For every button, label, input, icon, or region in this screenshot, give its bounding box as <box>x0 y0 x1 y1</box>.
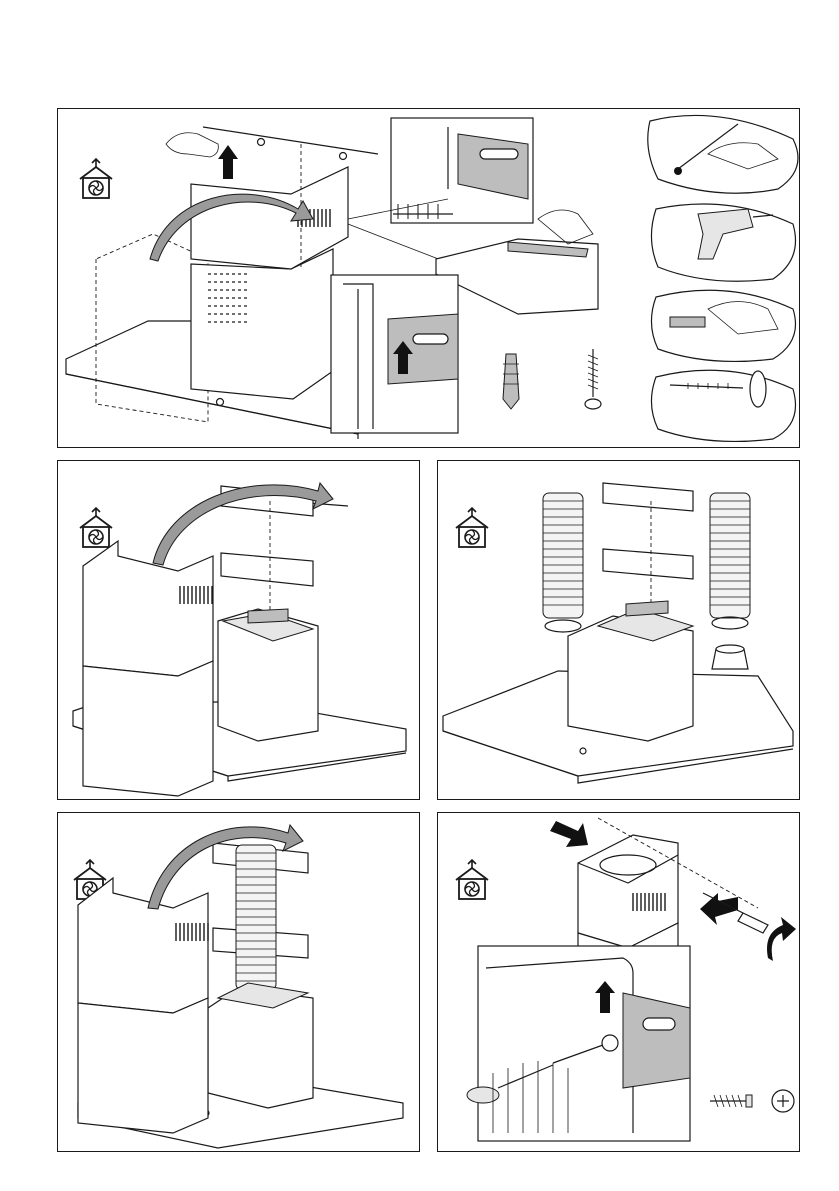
flexible-duct-icon <box>236 845 276 990</box>
step-1-illustration <box>58 109 801 449</box>
tool-step-screwdriver <box>651 370 795 441</box>
tool-step-drill <box>651 204 795 281</box>
hose-clamp-icon <box>712 617 748 629</box>
step-3-illustration <box>438 461 801 801</box>
tool-step-pencil <box>648 115 798 193</box>
tool-step-plug <box>651 290 795 361</box>
ducted-mode-house-icon <box>456 860 488 899</box>
ducted-mode-house-icon <box>456 508 488 547</box>
duct-adapter-icon <box>712 645 748 669</box>
flexible-duct-icon <box>543 493 583 618</box>
flexible-duct-icon <box>710 493 750 618</box>
screw-icon <box>710 1095 752 1107</box>
wall-plug-icon <box>503 354 519 409</box>
step-1-panel <box>57 108 800 448</box>
step-4-panel <box>57 812 420 1152</box>
screw-icon <box>585 349 601 409</box>
step-4-illustration <box>58 813 421 1153</box>
step-5-panel <box>437 812 800 1152</box>
hose-clamp-icon <box>545 620 581 632</box>
ducted-mode-house-icon <box>80 159 112 198</box>
wall-plug-icon <box>670 317 705 327</box>
ducted-mode-house-icon <box>80 508 112 547</box>
step-5-illustration <box>438 813 801 1153</box>
step-2-illustration <box>58 461 421 801</box>
step-2-panel <box>57 460 420 800</box>
phillips-head-icon <box>772 1090 794 1112</box>
step-3-panel <box>437 460 800 800</box>
